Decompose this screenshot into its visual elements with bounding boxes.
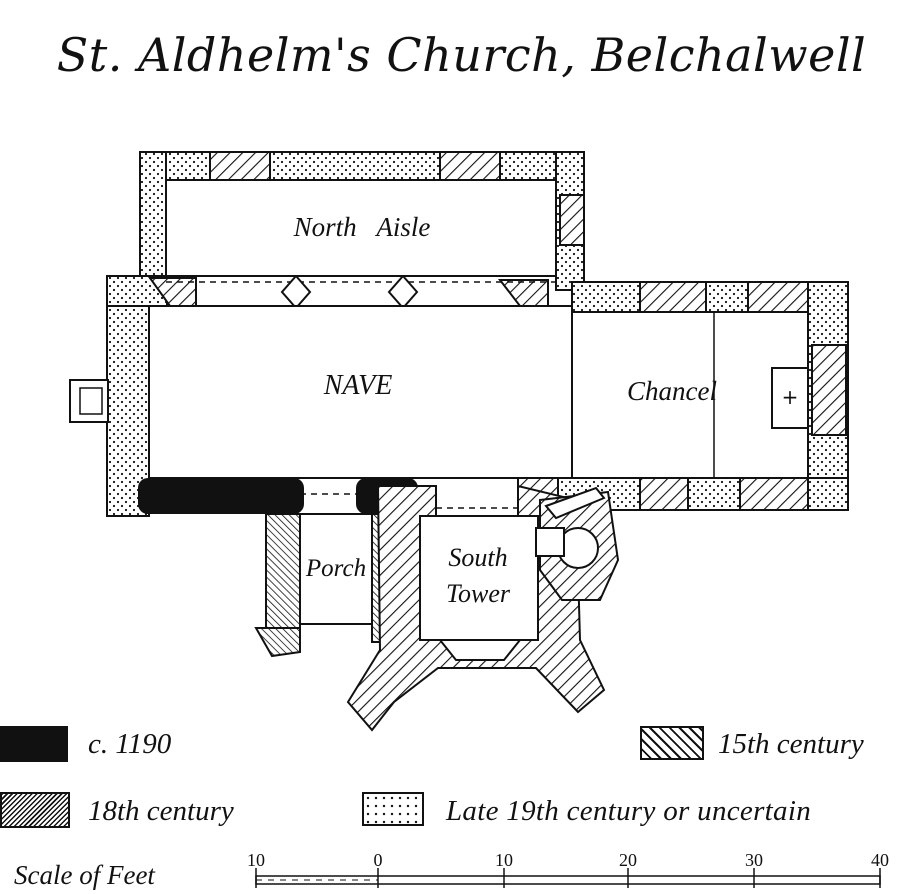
scale-tick-label: 20 (619, 850, 637, 870)
label-north-aisle: North Aisle (293, 212, 431, 242)
chancel-walls (517, 281, 849, 511)
arcade-pier-west (280, 274, 312, 310)
legend-label-15th-century: 15th century (718, 728, 864, 760)
label-nave: NAVE (323, 370, 393, 401)
label-porch: Porch (305, 555, 366, 582)
arcade-pier-east (387, 274, 419, 310)
scale-label: Scale of Feet (14, 860, 155, 890)
south-tower-walls (346, 477, 620, 732)
legend-swatch-18th-century (0, 792, 70, 828)
legend-label-18th-century: 18th century (88, 795, 234, 827)
arcade (166, 274, 556, 310)
north-aisle-room (165, 179, 557, 277)
scale-bar (255, 868, 881, 888)
legend-label-late-19th-century: Late 19th century or uncertain (446, 795, 812, 827)
wall-c1190 (138, 478, 418, 514)
altar (771, 367, 809, 429)
label-south-tower-line2: Tower (446, 579, 511, 608)
altar-cross: + (782, 385, 799, 409)
scale-tick-label: 30 (745, 850, 763, 870)
interior-outlines (148, 179, 809, 479)
legend-swatch-15th-century (640, 726, 704, 760)
legend-label-c1190: c. 1190 (88, 728, 172, 760)
north-aisle-walls (139, 151, 585, 291)
tower-room (419, 515, 539, 641)
legend-swatch-c1190 (0, 726, 68, 762)
legend-swatch-late-19th-century (362, 792, 424, 826)
label-chancel: Chancel (627, 376, 717, 406)
nave-room (148, 305, 573, 479)
scale-tick-label: 10 (495, 850, 513, 870)
scale-tick-label: 0 (373, 850, 383, 870)
scale-tick-label: 10 (247, 850, 265, 870)
label-south-tower-line1: South (448, 543, 507, 572)
scale-tick-label: 40 (871, 850, 889, 870)
plan-title: St. Aldhelm's Church, Belchalwell (56, 28, 867, 82)
chancel-room (571, 311, 809, 479)
